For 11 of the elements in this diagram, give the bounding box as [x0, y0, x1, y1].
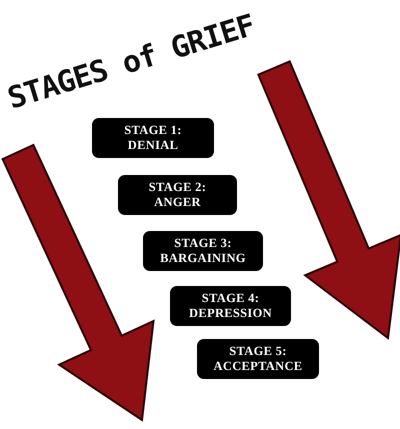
stage-box [118, 175, 237, 215]
stage-label: STAGE 1: DENIAL [123, 123, 183, 153]
stage-box [197, 339, 319, 379]
stage-box [143, 231, 263, 271]
stage-label: STAGE 5: ACCEPTANCE [212, 344, 304, 374]
stage-box [170, 286, 291, 326]
stage-label: STAGE 4: DEPRESSION [188, 291, 273, 321]
stage-label: STAGE 3: BARGAINING [159, 236, 247, 266]
stage-label: STAGE 2: ANGER [148, 180, 208, 210]
stage-box [92, 118, 214, 158]
title: STAGES of GRIEF [4, 9, 259, 117]
